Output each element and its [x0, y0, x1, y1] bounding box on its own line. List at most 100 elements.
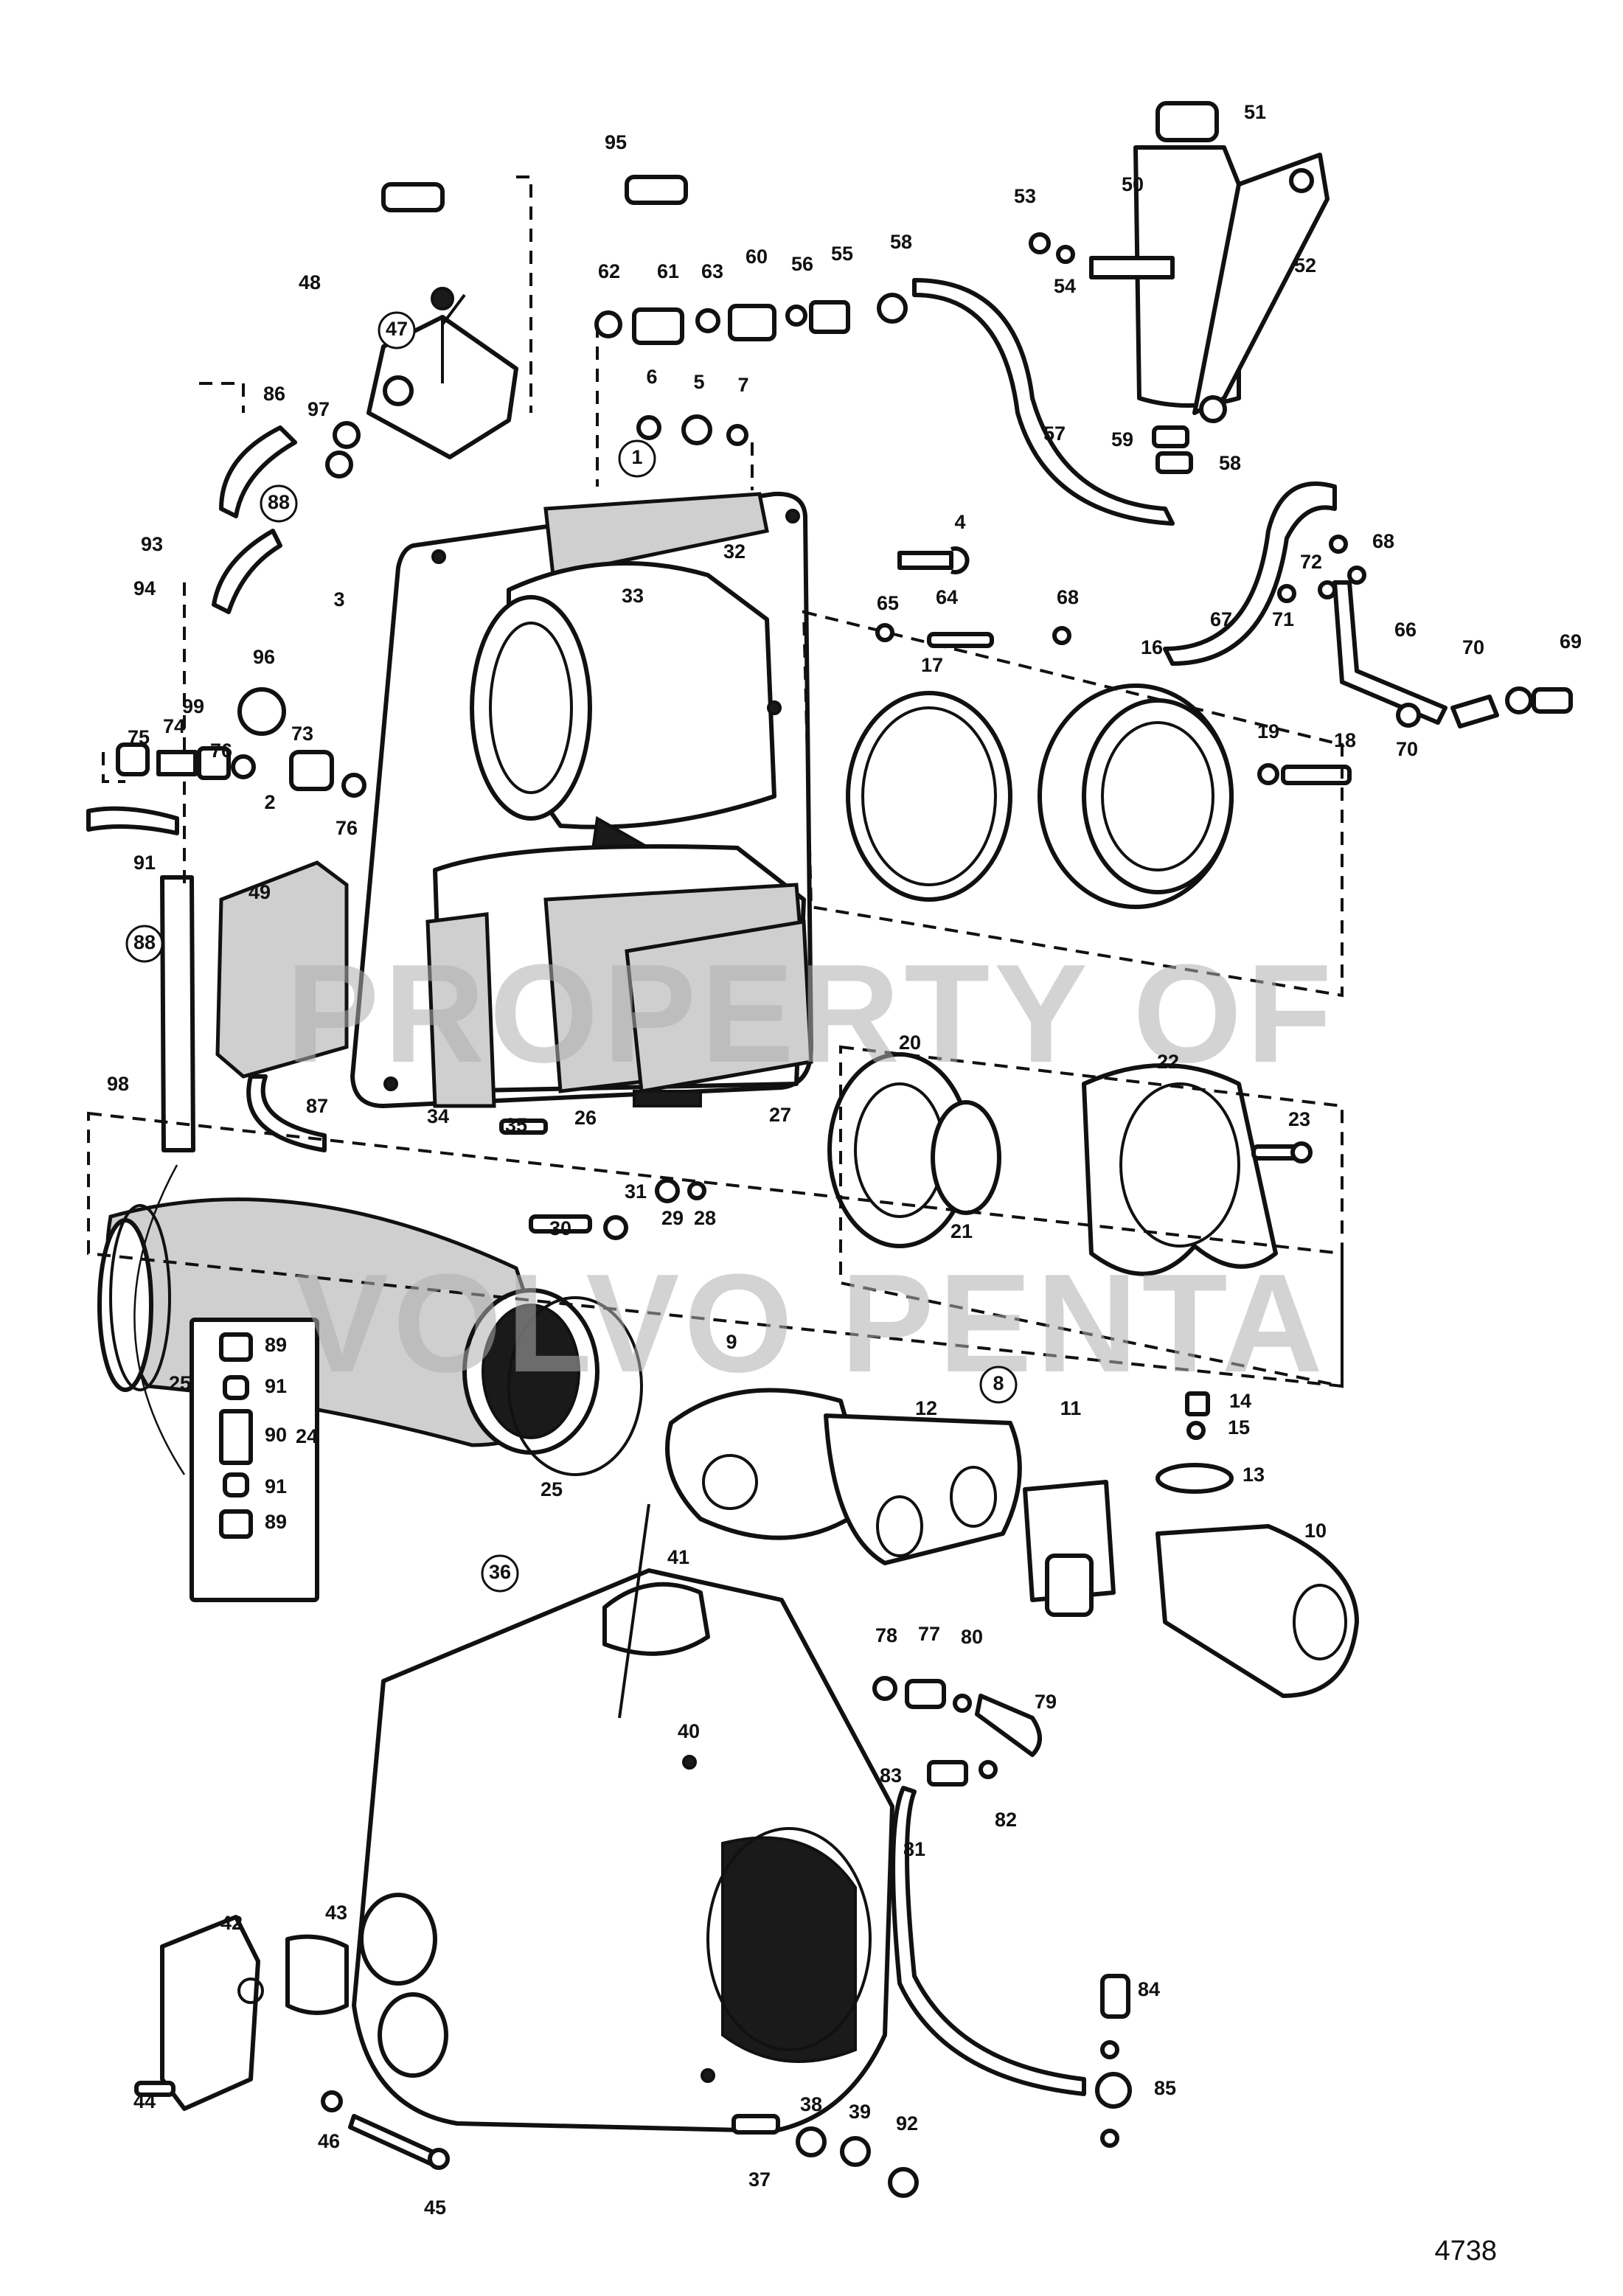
- callout-label: 19: [1257, 720, 1279, 742]
- callout-label: 54: [1054, 275, 1076, 297]
- universal-joint: [665, 1388, 1359, 1698]
- callout-label: 73: [291, 723, 313, 745]
- callout-label: 9: [726, 1331, 737, 1353]
- callout-label: 89: [265, 1334, 287, 1356]
- callout-circle: [979, 1366, 1018, 1404]
- upper-gear-housing: [352, 1503, 894, 2133]
- callout-label: 78: [875, 1624, 897, 1646]
- callout-label: 1: [631, 446, 642, 468]
- top-hose-fittings: [381, 175, 1175, 526]
- watermark-line-2: VOLVO PENTA: [295, 1245, 1327, 1402]
- callout-label: 57: [1043, 422, 1066, 445]
- fluid-reservoir: [1029, 101, 1330, 474]
- callout-label: 76: [210, 740, 232, 762]
- callout-label: 60: [746, 246, 768, 268]
- callout-label: 91: [133, 852, 156, 874]
- callout-label: 46: [318, 2130, 340, 2152]
- callout-label: 63: [701, 260, 723, 282]
- callout-label: 84: [1138, 1978, 1160, 2000]
- callout-label: 76: [336, 817, 358, 839]
- callout-circle: [378, 311, 416, 349]
- callout-label: 91: [265, 1375, 287, 1397]
- callout-label: 70: [1396, 738, 1418, 760]
- callout-label: 6: [646, 366, 657, 388]
- small-bolts: [499, 1119, 706, 1240]
- callout-label: 3: [333, 588, 344, 610]
- valve-block: [325, 287, 518, 479]
- callout-label: 75: [128, 726, 150, 748]
- callout-label: 74: [163, 715, 185, 737]
- callout-label: 90: [265, 1424, 287, 1446]
- callout-label: 68: [1372, 530, 1394, 552]
- callout-label: 18: [1334, 729, 1356, 751]
- callout-label: 11: [1060, 1397, 1082, 1419]
- studs-and-nuts: [731, 2114, 919, 2198]
- callout-label: 41: [667, 1546, 689, 1568]
- callout-label: 52: [1294, 254, 1316, 276]
- callout-label: 27: [769, 1104, 791, 1126]
- callout-label: 36: [489, 1561, 511, 1583]
- fittings-left: [102, 687, 366, 798]
- callout-label: 43: [325, 1902, 347, 1924]
- callout-label: 62: [598, 260, 620, 282]
- callout-label: 47: [386, 318, 408, 340]
- callout-label: 85: [1154, 2077, 1176, 2099]
- transom-shield: [350, 491, 813, 1108]
- callout-label: 51: [1244, 101, 1266, 123]
- callout-label: 8: [993, 1372, 1004, 1394]
- watermark-line-1: PROPERTY OF: [286, 936, 1336, 1092]
- callout-label: 42: [220, 1912, 243, 1934]
- callout-label: 48: [299, 271, 321, 293]
- callout-label: 98: [107, 1073, 129, 1095]
- callout-circle: [125, 925, 164, 963]
- callout-label: 55: [831, 243, 853, 265]
- callout-label: 34: [427, 1105, 449, 1127]
- callout-label: 92: [896, 2112, 918, 2135]
- callout-label: 81: [903, 1838, 925, 1860]
- callout-label: 65: [877, 592, 899, 614]
- callout-label: 99: [182, 695, 204, 717]
- callout-circle: [618, 439, 656, 478]
- callout-label: 16: [1141, 636, 1163, 658]
- callout-label: 96: [253, 646, 275, 668]
- callout-label: 91: [265, 1475, 287, 1497]
- washers-6-5-7: [636, 414, 754, 490]
- callout-label: 22: [1157, 1051, 1179, 1073]
- drawing-number: 4738: [1434, 2236, 1497, 2267]
- callout-label: 80: [961, 1626, 983, 1648]
- callout-label: 21: [950, 1220, 973, 1242]
- callout-label: 58: [890, 231, 912, 253]
- callout-label: 69: [1560, 630, 1582, 653]
- callout-label: 15: [1228, 1416, 1250, 1439]
- callout-label: 45: [424, 2196, 446, 2219]
- callout-label: 56: [791, 253, 813, 275]
- callout-label: 26: [574, 1107, 597, 1129]
- callout-label: 94: [133, 577, 156, 599]
- parts-artwork: PROPERTY OF VOLVO PENTA: [86, 101, 1573, 2198]
- callout-label: 24: [296, 1425, 318, 1447]
- callout-label: 89: [265, 1511, 287, 1533]
- callout-label: 4: [954, 511, 965, 533]
- callout-label: 67: [1210, 608, 1232, 630]
- hoses-left: [86, 382, 327, 1152]
- callout-label: 72: [1300, 551, 1322, 573]
- oil-reservoir: [215, 860, 349, 1079]
- callout-label: 20: [899, 1032, 921, 1054]
- cover-and-sleeve: [134, 1915, 450, 2170]
- drain-line-assembly: [872, 1676, 1132, 2148]
- callout-label: 7: [737, 374, 748, 396]
- callout-label: 88: [268, 491, 290, 513]
- callout-label: 87: [306, 1095, 328, 1117]
- seal-ring-and-housing: [802, 610, 1352, 998]
- callout-label: 49: [249, 881, 271, 903]
- callout-label: 37: [748, 2168, 771, 2191]
- callout-label: 70: [1462, 636, 1484, 658]
- callout-label: 50: [1122, 173, 1144, 195]
- callout-label: 32: [723, 540, 746, 563]
- callout-label: 39: [849, 2101, 871, 2123]
- callout-label: 64: [936, 586, 958, 608]
- callout-label: 17: [921, 654, 943, 676]
- callout-label: 95: [605, 131, 627, 153]
